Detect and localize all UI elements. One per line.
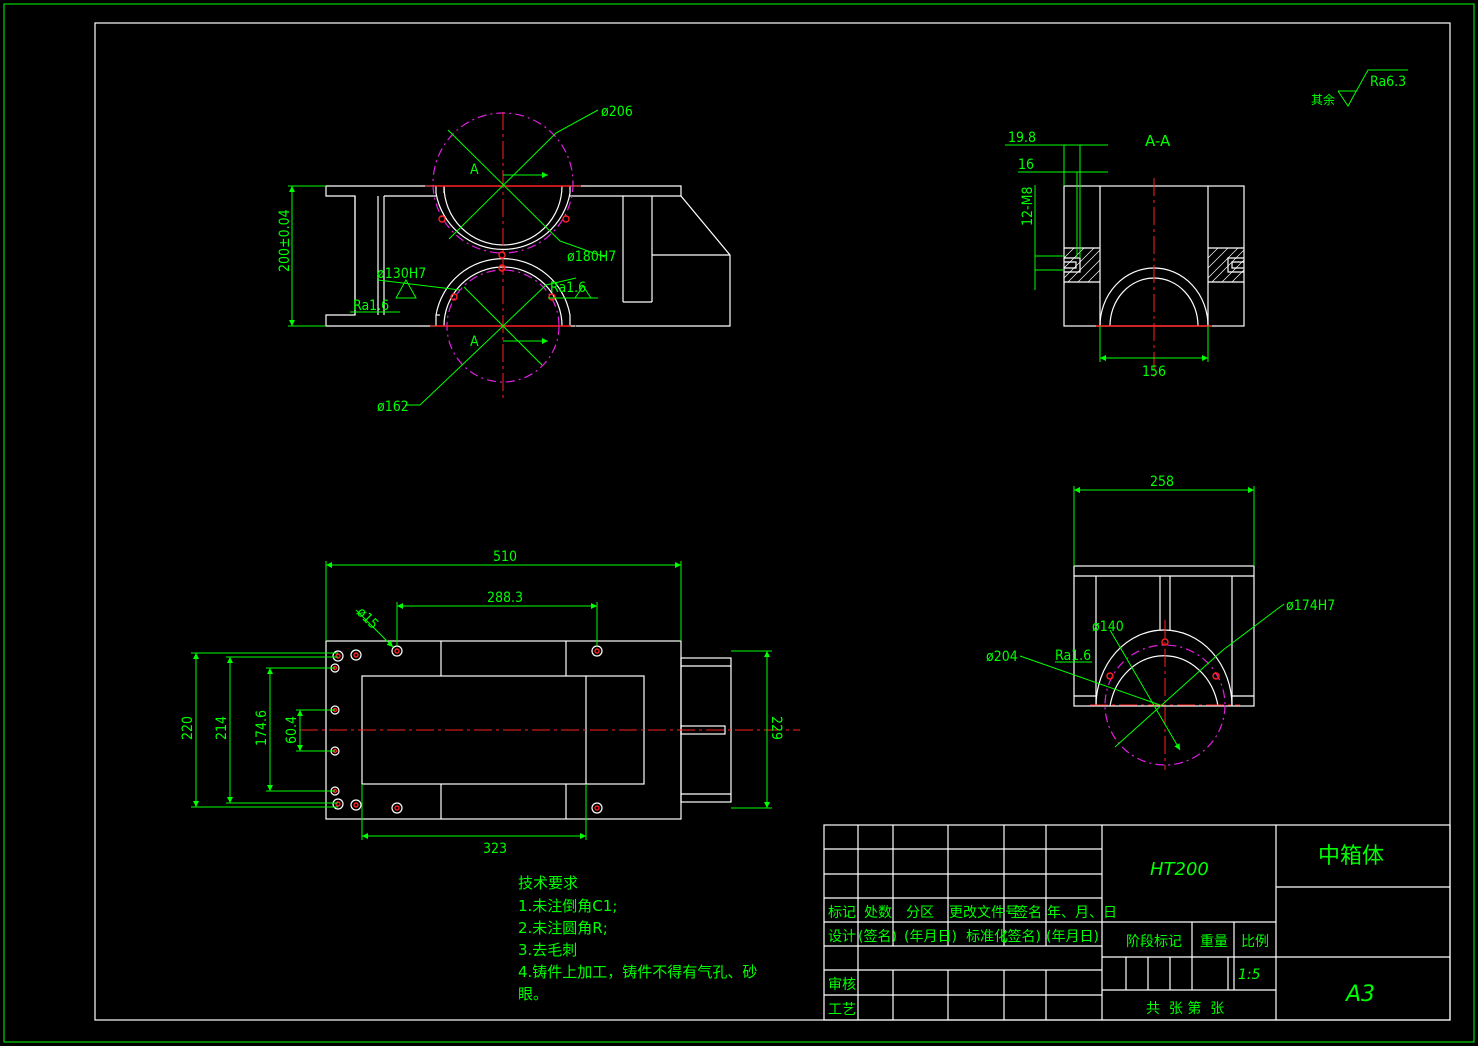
dim-288: 288.3 bbox=[487, 590, 523, 606]
tb-standard-sign: (签名) bbox=[1002, 928, 1041, 945]
ra-mid: Ra1.6 bbox=[550, 280, 586, 296]
tb-change-doc: 更改文件号 bbox=[949, 905, 1019, 921]
title-block bbox=[823, 824, 1451, 1021]
side-view bbox=[1019, 486, 1285, 770]
tb-standard-date: (年月日) bbox=[1046, 929, 1099, 945]
part-name: 中箱体 bbox=[1318, 844, 1384, 869]
dim-156: 156 bbox=[1142, 364, 1166, 380]
ra-left: Ra1.6 bbox=[353, 298, 389, 314]
dim-510: 510 bbox=[493, 549, 517, 565]
tb-weight: 重量 bbox=[1200, 934, 1228, 950]
tb-design-date: (年月日) bbox=[904, 929, 957, 945]
tech-item-3: 3.去毛刺 bbox=[518, 941, 577, 959]
dim-16: 16 bbox=[1018, 157, 1034, 173]
dim-258: 258 bbox=[1150, 474, 1174, 490]
tb-standard: 标准化 bbox=[966, 929, 1008, 945]
tb-design: 设计 bbox=[828, 929, 856, 945]
tb-sign: 签名 bbox=[1014, 904, 1042, 921]
tech-item-2: 2.未注圆角R; bbox=[518, 919, 608, 937]
dim-d180: ø180H7 bbox=[567, 249, 616, 265]
dim-229: 229 bbox=[768, 716, 784, 740]
tb-date: 年、月、日 bbox=[1047, 905, 1117, 921]
dim-d15: ø15 bbox=[353, 605, 381, 633]
dim-d206: ø206 bbox=[601, 104, 633, 120]
material: HT200 bbox=[1150, 859, 1209, 880]
scale-value: 1:5 bbox=[1238, 967, 1261, 983]
section-title: A-A bbox=[1145, 132, 1171, 150]
dim-220: 220 bbox=[180, 716, 196, 740]
dim-m8: 12-M8 bbox=[1020, 187, 1036, 226]
tb-zone: 分区 bbox=[906, 905, 934, 921]
dim-60-4: 60.4 bbox=[284, 716, 300, 744]
top-view bbox=[191, 561, 800, 840]
sheet-size: A3 bbox=[1344, 982, 1375, 1007]
dim-d140: ø140 bbox=[1092, 619, 1124, 635]
surface-roughness-symbol bbox=[1337, 69, 1408, 107]
tb-sheets: 共 张 第 张 bbox=[1146, 1000, 1224, 1017]
section-mark-top: A bbox=[470, 162, 479, 178]
dim-214: 214 bbox=[214, 716, 230, 740]
drawing-frame bbox=[3, 3, 1475, 1043]
dim-d162: ø162 bbox=[377, 399, 409, 415]
tech-title: 技术要求 bbox=[518, 874, 578, 892]
surface-note-prefix: 其余 bbox=[1311, 92, 1335, 107]
dim-d204: ø204 bbox=[986, 649, 1018, 665]
tech-item-1: 1.未注倒角C1; bbox=[518, 897, 617, 915]
front-view bbox=[288, 109, 731, 406]
dim-174-6: 174.6 bbox=[254, 710, 270, 746]
tech-item-4: 4.铸件上加工，铸件不得有气孔、砂 bbox=[518, 963, 757, 981]
dim-19-8: 19.8 bbox=[1008, 130, 1036, 146]
tb-craft: 工艺 bbox=[828, 1002, 856, 1018]
section-view bbox=[1005, 144, 1245, 378]
dim-d174: ø174H7 bbox=[1286, 598, 1335, 614]
tb-stage: 阶段标记 bbox=[1126, 934, 1182, 950]
ra-side: Ra1.6 bbox=[1055, 648, 1091, 664]
dim-323: 323 bbox=[483, 841, 507, 857]
tb-review: 审核 bbox=[828, 977, 856, 993]
tech-item-5: 眼。 bbox=[518, 985, 548, 1003]
dim-h200: 200±0.04 bbox=[277, 209, 293, 272]
section-mark-bottom: A bbox=[470, 334, 479, 350]
tb-design-sign: (签名) bbox=[858, 928, 897, 945]
tb-ratio: 比例 bbox=[1241, 934, 1269, 950]
tb-count: 处数 bbox=[864, 905, 892, 921]
surface-note-value: Ra6.3 bbox=[1370, 74, 1406, 90]
tb-mark: 标记 bbox=[828, 905, 856, 921]
dim-d130: ø130H7 bbox=[377, 266, 426, 282]
